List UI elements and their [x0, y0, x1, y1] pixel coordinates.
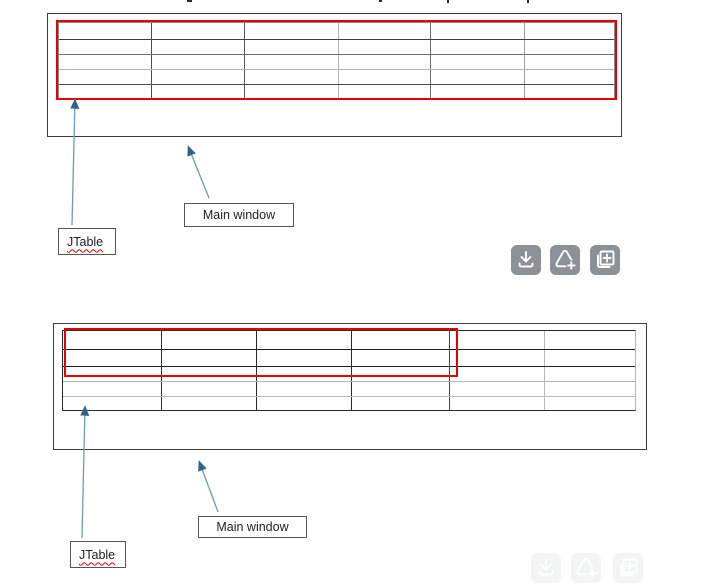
add-shape-button-faded[interactable]: [571, 553, 601, 583]
main-window-frame-top: [47, 13, 622, 137]
download-button[interactable]: [511, 245, 541, 275]
grid-line: [161, 331, 162, 410]
grid-line: [59, 54, 614, 55]
cropped-text-remnant: [187, 0, 192, 2]
download-button-faded[interactable]: [531, 553, 561, 583]
cropped-text-remnant: [447, 0, 449, 3]
grid-line: [63, 349, 635, 350]
main-window-frame-bottom: [53, 323, 647, 450]
layers-plus-icon: [597, 250, 615, 268]
jtable-label-text: JTable: [67, 234, 104, 249]
main-window-label-bottom: Main window: [198, 516, 307, 538]
main-window-label-text: Main window: [202, 208, 276, 222]
grid-line: [256, 331, 257, 410]
add-copy-button[interactable]: [590, 245, 620, 275]
grid-line: [59, 39, 614, 40]
grid-line: [244, 23, 245, 98]
grid-line: [430, 23, 431, 98]
grid-line: [151, 23, 152, 98]
grid-line: [338, 23, 339, 98]
jtable-label-top: JTable: [58, 228, 116, 255]
main-window-label-text: Main window: [216, 520, 289, 534]
add-shape-button[interactable]: [550, 245, 580, 275]
jtable-label-bottom: JTable: [70, 541, 126, 568]
grid-line: [351, 331, 352, 410]
cropped-text-remnant: [379, 0, 382, 2]
main-window-arrow-bottom: [198, 460, 219, 513]
jtable-grid-bottom: [62, 330, 636, 411]
jtable-label-text: JTable: [79, 547, 116, 562]
shape-plus-icon: [555, 249, 577, 271]
grid-line: [59, 69, 614, 70]
grid-line: [63, 366, 635, 367]
grid-line: [449, 331, 450, 410]
main-window-label-top: Main window: [184, 203, 294, 227]
add-copy-button-faded[interactable]: [613, 553, 643, 583]
download-icon: [518, 251, 534, 268]
grid-line: [63, 396, 635, 397]
layers-plus-icon: [620, 558, 638, 576]
main-window-arrow-top: [187, 145, 210, 199]
jtable-grid-top: [58, 22, 615, 99]
shape-plus-icon: [576, 557, 598, 579]
download-icon: [538, 559, 554, 576]
grid-line: [59, 84, 614, 85]
grid-line: [524, 23, 525, 98]
grid-line: [544, 331, 545, 410]
grid-line: [63, 381, 635, 382]
cropped-text-remnant: [527, 0, 529, 3]
